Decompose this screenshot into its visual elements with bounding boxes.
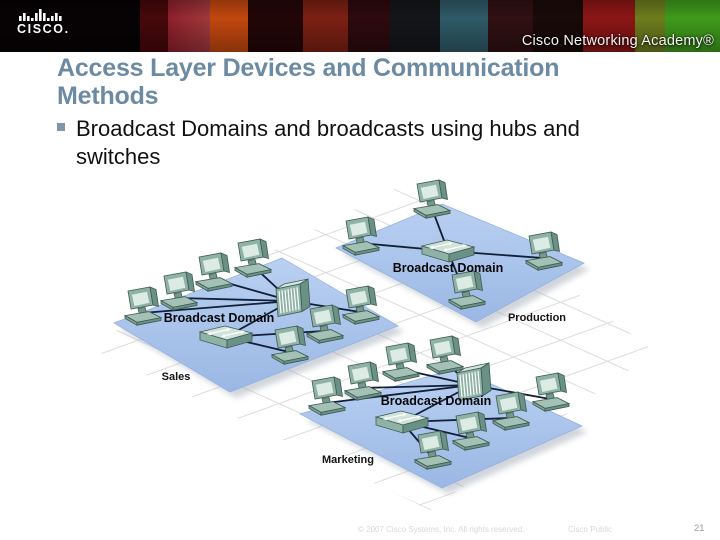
pc-icon (123, 286, 163, 326)
pc-icon (491, 391, 531, 431)
bullet-marker-icon (57, 123, 65, 131)
title-block: Access Layer Devices and Communication M… (57, 54, 657, 110)
broadcast-domain-label: Broadcast Domain (381, 394, 491, 408)
page-number: 21 (694, 523, 705, 534)
pc-icon (412, 179, 452, 219)
pc-icon (343, 361, 383, 401)
group-name-label: Sales (162, 371, 191, 383)
page-title: Access Layer Devices and Communication M… (57, 54, 560, 110)
hub-icon (456, 362, 492, 401)
group-name-label: Production (508, 312, 566, 324)
cisco-logo-bars-icon (19, 9, 62, 21)
switch-icon (374, 410, 430, 434)
bullet-item: Broadcast Domains and broadcasts using h… (57, 115, 647, 171)
pc-icon (159, 271, 199, 311)
link-line (325, 384, 473, 404)
academy-brand-text: Cisco Networking Academy® (521, 33, 714, 49)
lan-plane (113, 257, 399, 393)
pc-icon (524, 231, 564, 271)
pc-icon (425, 335, 465, 375)
pc-icon (341, 285, 381, 325)
pc-icon (413, 430, 453, 470)
broadcast-domain-label: Broadcast Domain (393, 261, 503, 275)
pc-icon (381, 342, 421, 382)
pc-icon (447, 270, 487, 310)
pc-icon (341, 216, 381, 256)
cisco-logo-text: CISCO. (17, 22, 70, 36)
pc-icon (233, 238, 273, 278)
pc-icon (307, 376, 347, 416)
banner: CISCO. Cisco Networking Academy® (0, 0, 720, 52)
footer-copyright: © 2007 Cisco Systems, Inc. All rights re… (358, 525, 525, 534)
footer-classification: Cisco Public (568, 525, 613, 534)
lan-plane (335, 203, 585, 323)
broadcast-domain-label: Broadcast Domain (164, 311, 274, 325)
pc-icon (531, 372, 571, 412)
pc-icon (194, 252, 234, 292)
switch-icon (420, 239, 476, 263)
link-line (177, 297, 292, 302)
bullet-text: Broadcast Domains and broadcasts using h… (76, 116, 580, 170)
cisco-logo: CISCO. (17, 7, 70, 36)
link-line (361, 384, 473, 389)
footer: © 2007 Cisco Systems, Inc. All rights re… (0, 523, 720, 538)
pc-icon (270, 325, 310, 365)
hub-icon (275, 278, 311, 317)
pc-icon (451, 411, 491, 451)
link-line (141, 300, 292, 314)
group-name-label: Marketing (322, 454, 374, 466)
switch-icon (198, 325, 254, 349)
pc-icon (305, 304, 345, 344)
